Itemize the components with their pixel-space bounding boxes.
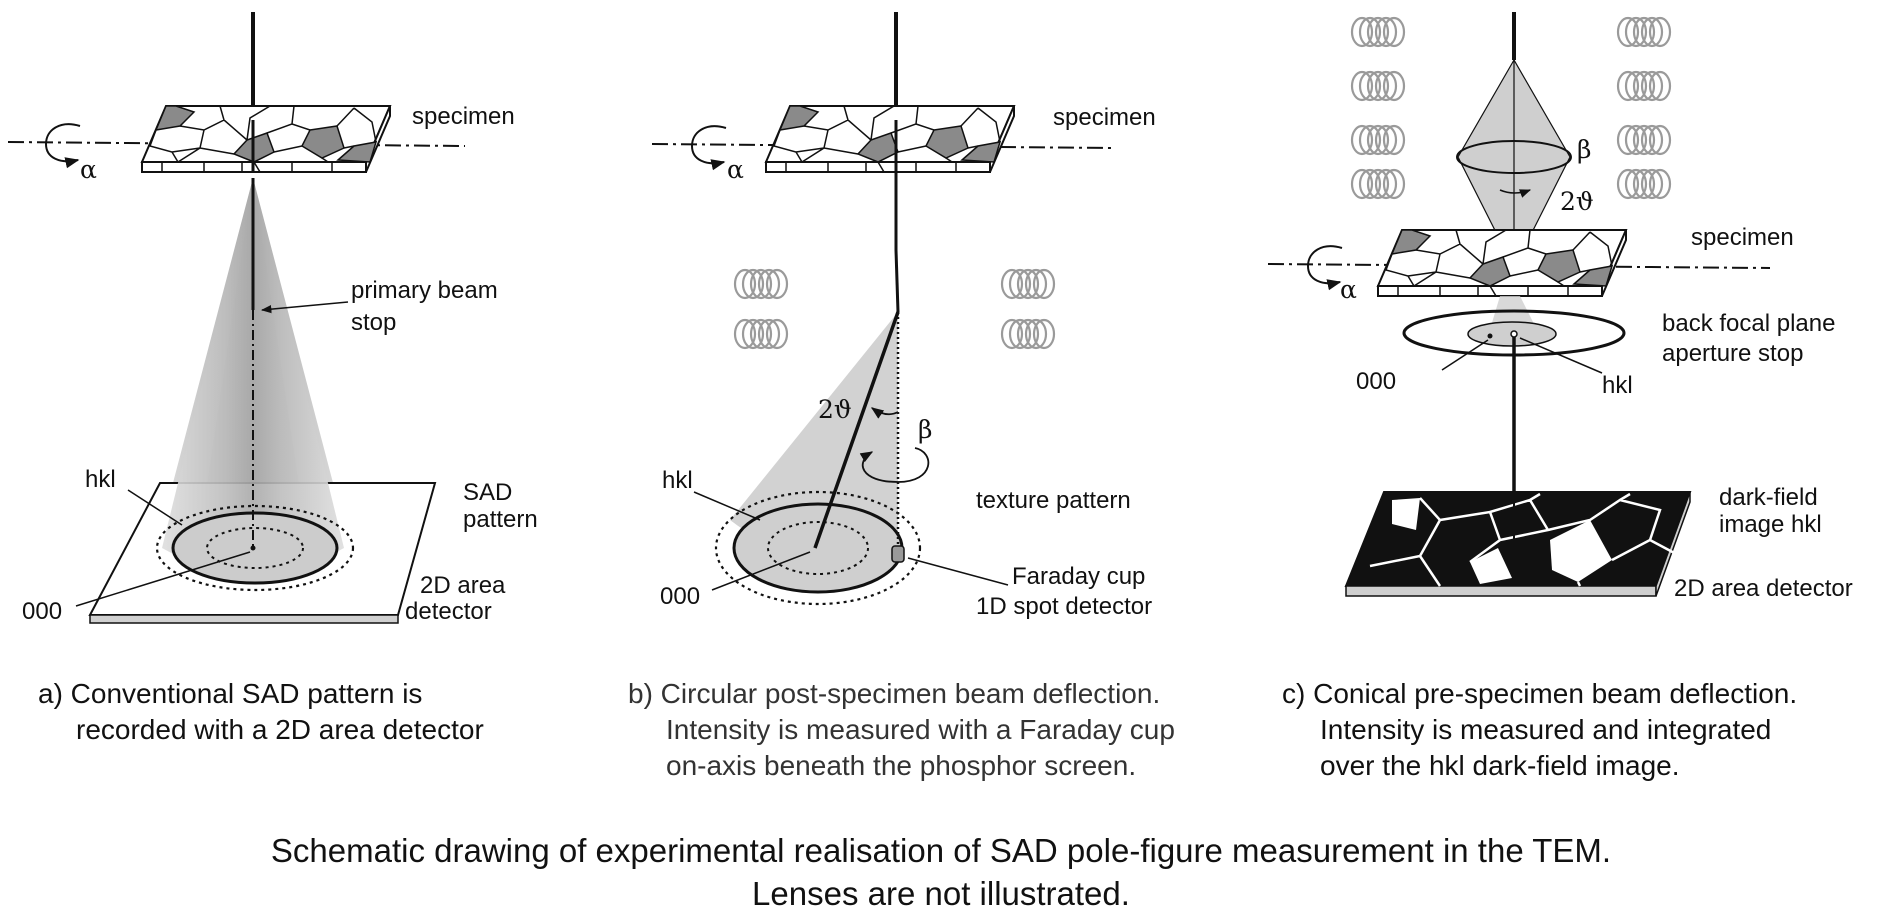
texture-pattern-label: texture pattern <box>976 487 1131 514</box>
coil-c-l2 <box>1350 70 1406 102</box>
specimen-label: specimen <box>412 103 515 130</box>
coil-c-r4 <box>1616 168 1672 200</box>
caption-c-2: Intensity is measured and integrated <box>1320 714 1771 745</box>
alpha-label-b: α <box>727 155 744 184</box>
panel-a: specimen α primary beam stop hkl 000 SAD… <box>7 12 538 625</box>
figure-title: Schematic drawing of experimental realis… <box>271 832 1611 910</box>
detector-label-1: 2D area <box>420 572 506 599</box>
title-line-2: Lenses are not illustrated. <box>752 875 1130 910</box>
coil-c-r3 <box>1616 124 1672 156</box>
darkfield-label-1: dark-field <box>1719 484 1818 511</box>
alpha-label: α <box>80 155 97 184</box>
hkl-label-b: hkl <box>662 467 693 494</box>
sad-label-2: pattern <box>463 506 538 533</box>
title-line-1: Schematic drawing of experimental realis… <box>271 832 1611 869</box>
beam-stop-label-1: primary beam <box>351 277 498 304</box>
coil-b-left-bottom <box>733 318 789 350</box>
hkl-label: hkl <box>85 466 116 493</box>
beta-label-c: β <box>1577 135 1591 164</box>
bfp-label-1: back focal plane <box>1662 310 1835 337</box>
caption-c-3: over the hkl dark-field image. <box>1320 750 1680 781</box>
outer-ring <box>155 504 355 592</box>
cone-rotation-ellipse <box>1456 140 1572 174</box>
coil-c-l4 <box>1350 168 1406 200</box>
hkl-ring-b <box>732 502 904 594</box>
caption-a-2: recorded with a 2D area detector <box>76 714 484 745</box>
deflected-cone <box>730 312 898 559</box>
two-theta-label-b: 2ϑ <box>818 395 852 424</box>
caption-b-1: b) Circular post-specimen beam deflectio… <box>628 678 1160 709</box>
alpha-label-c: α <box>1340 275 1357 304</box>
detector-label-c: 2D area detector <box>1674 575 1853 602</box>
zero-label-b: 000 <box>660 583 700 610</box>
specimen-label-b: specimen <box>1053 104 1156 131</box>
specimen-c <box>1377 229 1627 297</box>
zero-label-c: 000 <box>1356 368 1396 395</box>
darkfield-label-2: image hkl <box>1719 511 1822 538</box>
coil-b-left-top <box>733 268 789 300</box>
captions: a) Conventional SAD pattern is recorded … <box>38 678 1797 781</box>
coil-c-r2 <box>1616 70 1672 102</box>
coil-b-right-top <box>1000 268 1056 300</box>
faraday-label-2: 1D spot detector <box>976 593 1152 620</box>
faraday-cup <box>891 545 905 563</box>
panel-b: specimen α 2ϑ β hkl 000 texture pattern … <box>651 12 1156 620</box>
deflected-beam <box>813 311 900 549</box>
coil-c-r1 <box>1616 16 1672 48</box>
detector-label-2: detector <box>405 598 492 625</box>
specimen <box>141 105 391 173</box>
panel-c: specimen α β 2ϑ back focal plane apertur… <box>1267 12 1853 602</box>
specimen-b <box>765 105 1015 173</box>
caption-b-3: on-axis beneath the phosphor screen. <box>666 750 1136 781</box>
beam-stop-label-2: stop <box>351 309 396 336</box>
tilt-axis <box>7 141 466 147</box>
caption-a-1: a) Conventional SAD pattern is <box>38 678 422 709</box>
specimen-label-c: specimen <box>1691 224 1794 251</box>
caption-b-2: Intensity is measured with a Faraday cup <box>666 714 1175 745</box>
faraday-label-1: Faraday cup <box>1012 563 1145 590</box>
zero-label: 000 <box>22 598 62 625</box>
coil-c-l1 <box>1350 16 1406 48</box>
bfp-label-2: aperture stop <box>1662 340 1803 367</box>
coil-b-right-bottom <box>1000 318 1056 350</box>
beta-label-b: β <box>918 415 932 444</box>
hkl-label-c: hkl <box>1602 372 1633 399</box>
coil-c-l3 <box>1350 124 1406 156</box>
sad-label-1: SAD <box>463 479 512 506</box>
two-theta-label-c: 2ϑ <box>1560 187 1594 216</box>
caption-c-1: c) Conical pre-specimen beam deflection. <box>1282 678 1797 709</box>
